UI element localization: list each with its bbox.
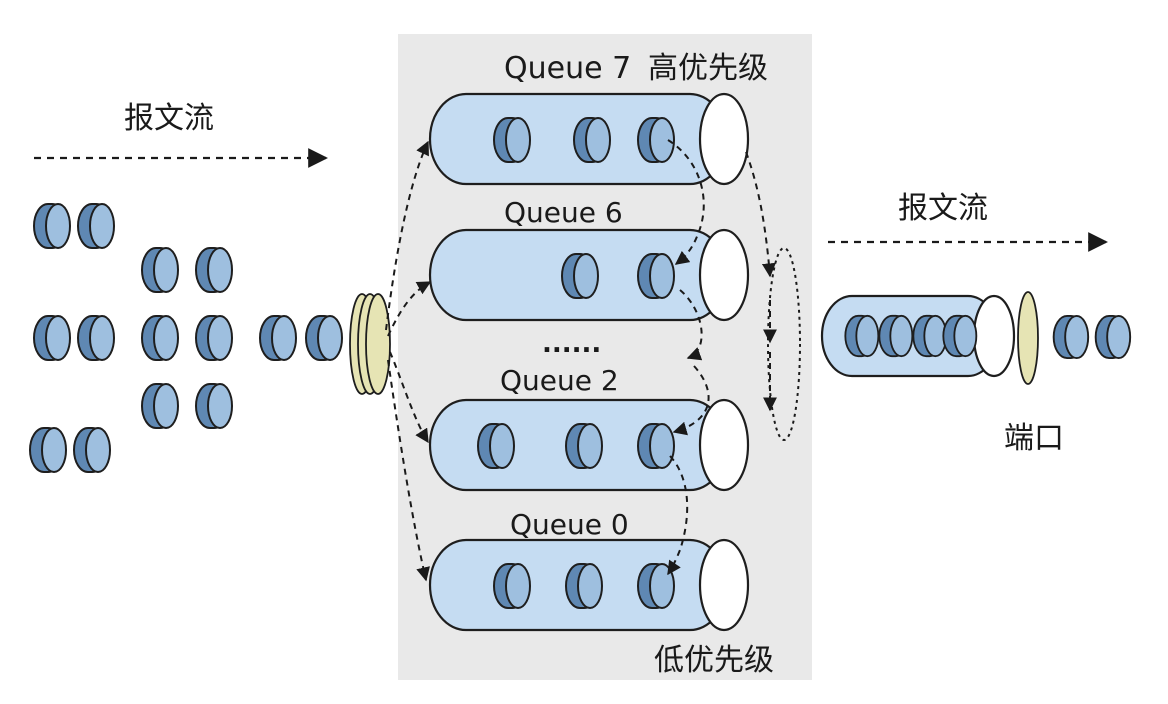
packet	[942, 314, 978, 358]
packet	[912, 314, 948, 358]
packet	[493, 563, 531, 609]
packet	[637, 253, 675, 299]
queue-0	[428, 538, 750, 632]
outgoing-packets	[1052, 314, 1132, 360]
flow-in-label: 报文流	[124, 101, 214, 136]
incoming-packets	[29, 203, 343, 473]
packet	[305, 315, 343, 361]
packet	[141, 383, 179, 429]
queue-0-label: Queue 0	[510, 508, 629, 541]
low-priority-label: 低优先级	[654, 643, 774, 678]
packet	[77, 315, 115, 361]
high-priority-label: 高优先级	[648, 51, 768, 86]
packet	[637, 423, 675, 469]
packet	[1094, 314, 1132, 360]
classifier	[349, 293, 391, 395]
packet	[844, 314, 880, 358]
scheduling-arrows	[667, 139, 776, 576]
packet	[29, 427, 67, 473]
packet	[73, 427, 111, 473]
classify-arrows	[385, 140, 432, 582]
packet	[1052, 314, 1090, 360]
queue-7	[428, 92, 750, 186]
packet	[33, 315, 71, 361]
queue-2	[428, 398, 750, 492]
packet	[637, 563, 675, 609]
port-disc	[1017, 291, 1039, 385]
queue-6-label: Queue 6	[504, 196, 623, 229]
output-queue	[820, 294, 1016, 378]
round-robin-loop	[763, 247, 801, 441]
queue-ellipsis: ......	[542, 329, 601, 359]
packet	[195, 383, 233, 429]
flow-out-label: 报文流	[898, 191, 988, 226]
packet	[33, 203, 71, 249]
packet	[141, 247, 179, 293]
packet	[573, 117, 611, 163]
port-label: 端口	[1004, 421, 1064, 456]
queue-7-label: Queue 7	[504, 51, 631, 86]
packet	[141, 315, 179, 361]
packet	[195, 315, 233, 361]
packet	[77, 203, 115, 249]
packet	[259, 315, 297, 361]
packet	[493, 117, 531, 163]
packet	[561, 253, 599, 299]
packet	[565, 423, 603, 469]
packet	[565, 563, 603, 609]
packet	[878, 314, 914, 358]
packet	[195, 247, 233, 293]
packet	[477, 423, 515, 469]
queue-2-label: Queue 2	[500, 364, 619, 397]
queue-6	[428, 228, 750, 322]
